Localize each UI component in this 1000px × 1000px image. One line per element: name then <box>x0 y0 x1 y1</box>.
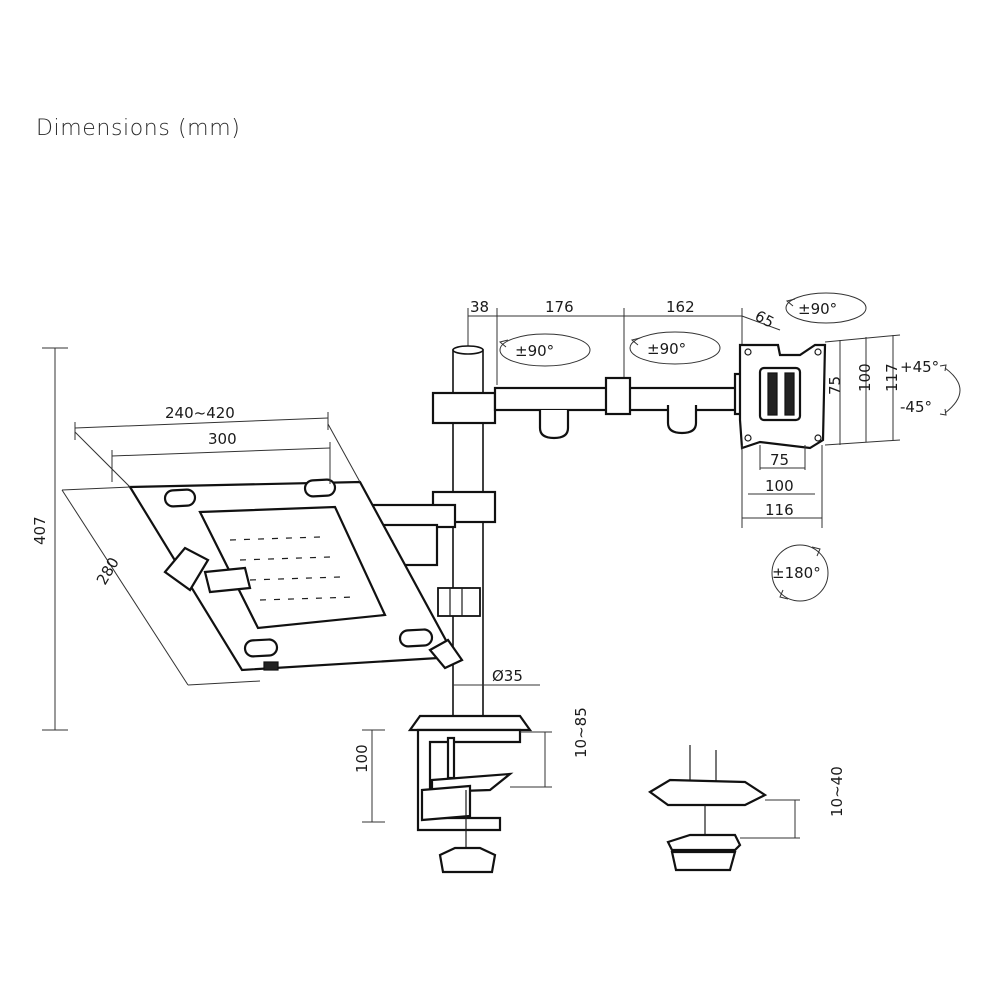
grommet-range-label: 10~40 <box>828 766 846 817</box>
vesa-w116-label: 116 <box>765 501 794 519</box>
height-407-label: 407 <box>31 516 49 545</box>
rotation-180-label: ±180° <box>772 564 821 582</box>
desk-clamp <box>407 714 533 874</box>
rotation-vesa-label: ±90° <box>798 300 837 318</box>
vesa-w100-label: 100 <box>765 477 794 495</box>
dim-38-label: 38 <box>470 298 489 316</box>
vesa-height-dimensions <box>824 334 901 446</box>
vesa-width-dimensions <box>741 445 823 528</box>
grommet-dimensions <box>740 799 800 839</box>
clamp-dimensions <box>362 729 552 823</box>
tray-depth-label: 280 <box>93 554 123 588</box>
vesa-h100-label: 100 <box>856 363 874 392</box>
laptop-tray <box>128 478 464 672</box>
grommet-mount <box>648 745 768 872</box>
tilt-down-label: -45° <box>900 398 932 416</box>
vesa-plate <box>738 343 827 450</box>
vesa-w75-label: 75 <box>770 451 789 469</box>
tray-width-range-label: 240~420 <box>165 404 235 422</box>
rotation-arm2-label: ±90° <box>647 340 686 358</box>
rotation-indicator-arm2: ±90° <box>629 331 721 365</box>
page-title: Dimensions (mm) <box>36 116 241 141</box>
dim-176-label: 176 <box>545 298 574 316</box>
tilt-indicator <box>939 364 961 416</box>
top-dimension-chain <box>467 308 781 385</box>
pole-diameter-label: Ø35 <box>492 667 523 685</box>
tray-width-label: 300 <box>208 430 237 448</box>
total-height-dimension <box>42 347 68 731</box>
rotation-arm1-label: ±90° <box>515 342 554 360</box>
rotation-180-indicator <box>771 544 829 602</box>
clamp-range-label: 10~85 <box>572 707 590 758</box>
vesa-h117-label: 117 <box>883 363 901 392</box>
tilt-up-label: +45° <box>900 358 939 376</box>
rotation-indicator-vesa: ±90° <box>785 292 867 324</box>
vesa-h75-label: 75 <box>826 376 844 395</box>
clamp-height-label: 100 <box>353 744 371 773</box>
rotation-indicator-arm1: ±90° <box>498 333 591 367</box>
tray-arm <box>360 490 497 567</box>
dim-162-label: 162 <box>666 298 695 316</box>
tray-dimensions <box>61 412 361 686</box>
